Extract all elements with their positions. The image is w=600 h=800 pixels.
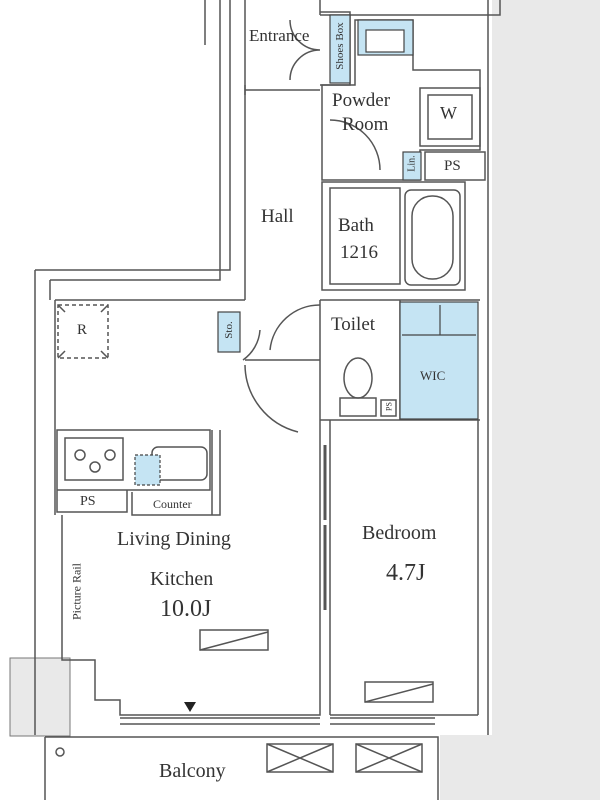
storage <box>217 311 241 353</box>
fixtures-blue <box>134 14 479 486</box>
exterior-bottom-right <box>440 735 500 800</box>
label-ldk-1: Living Dining <box>117 528 231 550</box>
label-bath-size: 1216 <box>340 242 378 263</box>
label-refrigerator: R <box>77 322 88 338</box>
walk-in-closet <box>399 301 479 420</box>
label-bedroom: Bedroom <box>362 522 437 544</box>
exterior-right <box>492 0 600 800</box>
label-entrance: Entrance <box>249 26 310 45</box>
label-linen: Lin. <box>406 155 418 172</box>
label-ps-kitchen: PS <box>80 494 96 509</box>
label-balcony: Balcony <box>159 760 226 782</box>
label-powder-room-2: Room <box>342 114 389 135</box>
column-block <box>9 657 71 737</box>
label-wic: WIC <box>420 368 446 383</box>
shoes-box <box>329 14 351 84</box>
label-bedroom-size: 4.7J <box>386 560 426 586</box>
label-ldk-size: 10.0J <box>160 596 212 622</box>
entry-arrow-icon <box>184 702 196 712</box>
walls <box>34 0 501 800</box>
label-powder-room-1: Powder <box>332 90 391 111</box>
label-toilet: Toilet <box>331 314 376 335</box>
linen-closet <box>402 151 422 181</box>
label-hall: Hall <box>261 206 294 227</box>
dishwasher <box>134 454 161 486</box>
label-shoes-box: Shoes Box <box>334 22 346 70</box>
label-storage: Sto. <box>223 321 235 339</box>
label-ps-top: PS <box>444 158 461 174</box>
label-washer: W <box>440 103 457 123</box>
label-picture-rail: Picture Rail <box>69 563 84 620</box>
label-ps-toilet: PS <box>384 402 394 411</box>
label-counter: Counter <box>153 497 192 511</box>
label-bath: Bath <box>338 215 374 236</box>
label-ldk-2: Kitchen <box>150 568 214 590</box>
